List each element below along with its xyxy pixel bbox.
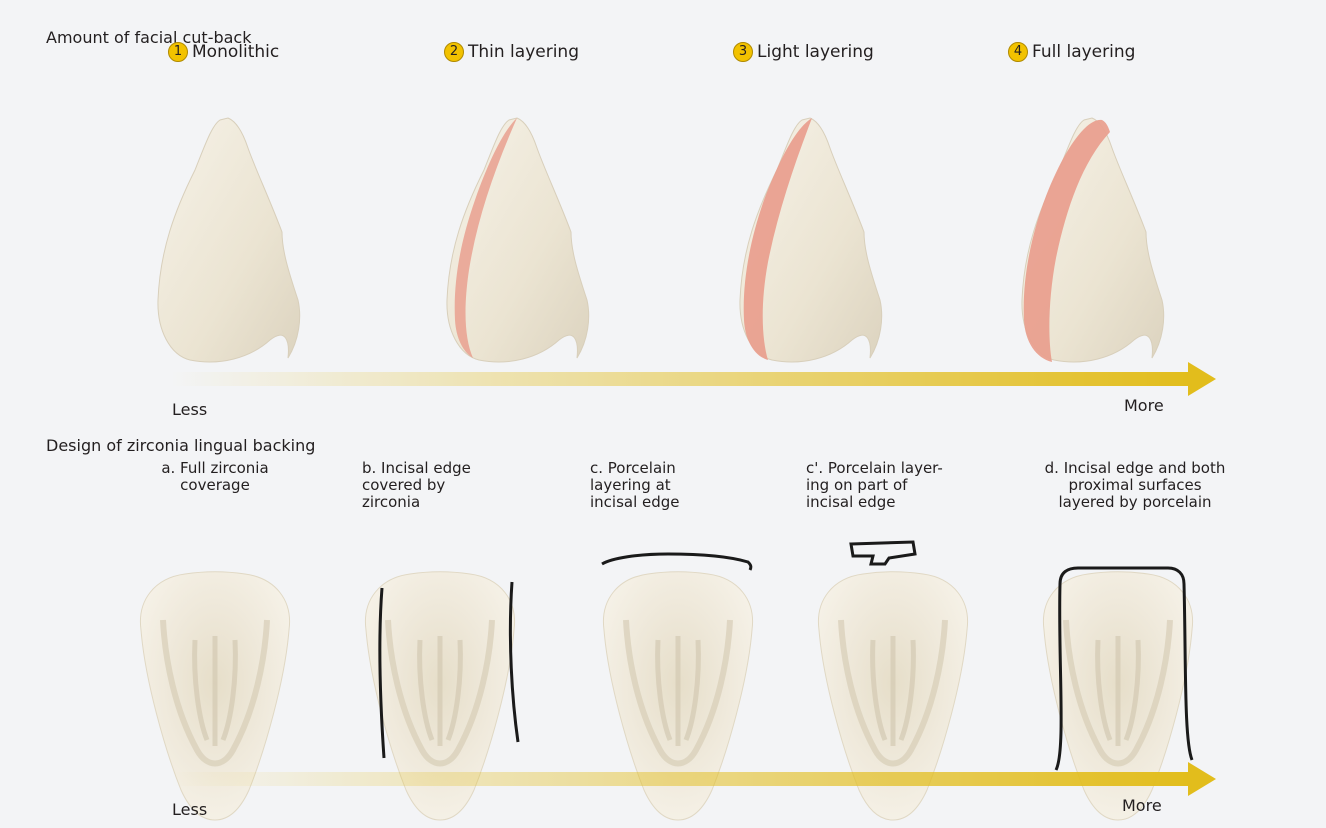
- scale-less-label-2: Less: [172, 800, 207, 819]
- tooth-profile-monolithic: [158, 118, 300, 362]
- scale-less-label: Less: [172, 400, 207, 419]
- gradient-arrow-cutback: [170, 362, 1216, 396]
- design-a-label: a. Full zirconia coverage: [140, 460, 290, 494]
- tooth-profile-thin-layering: [447, 118, 589, 362]
- tooth-profile-light-layering: [740, 118, 882, 362]
- profile-teeth-illustration: [0, 0, 1326, 420]
- lingual-section-title: Design of zirconia lingual backing: [46, 436, 315, 455]
- lingual-teeth-illustration: [0, 500, 1326, 828]
- tooth-profile-full-layering: [1022, 118, 1164, 362]
- scale-more-label-2: More: [1122, 796, 1162, 815]
- scale-more-label: More: [1124, 396, 1164, 415]
